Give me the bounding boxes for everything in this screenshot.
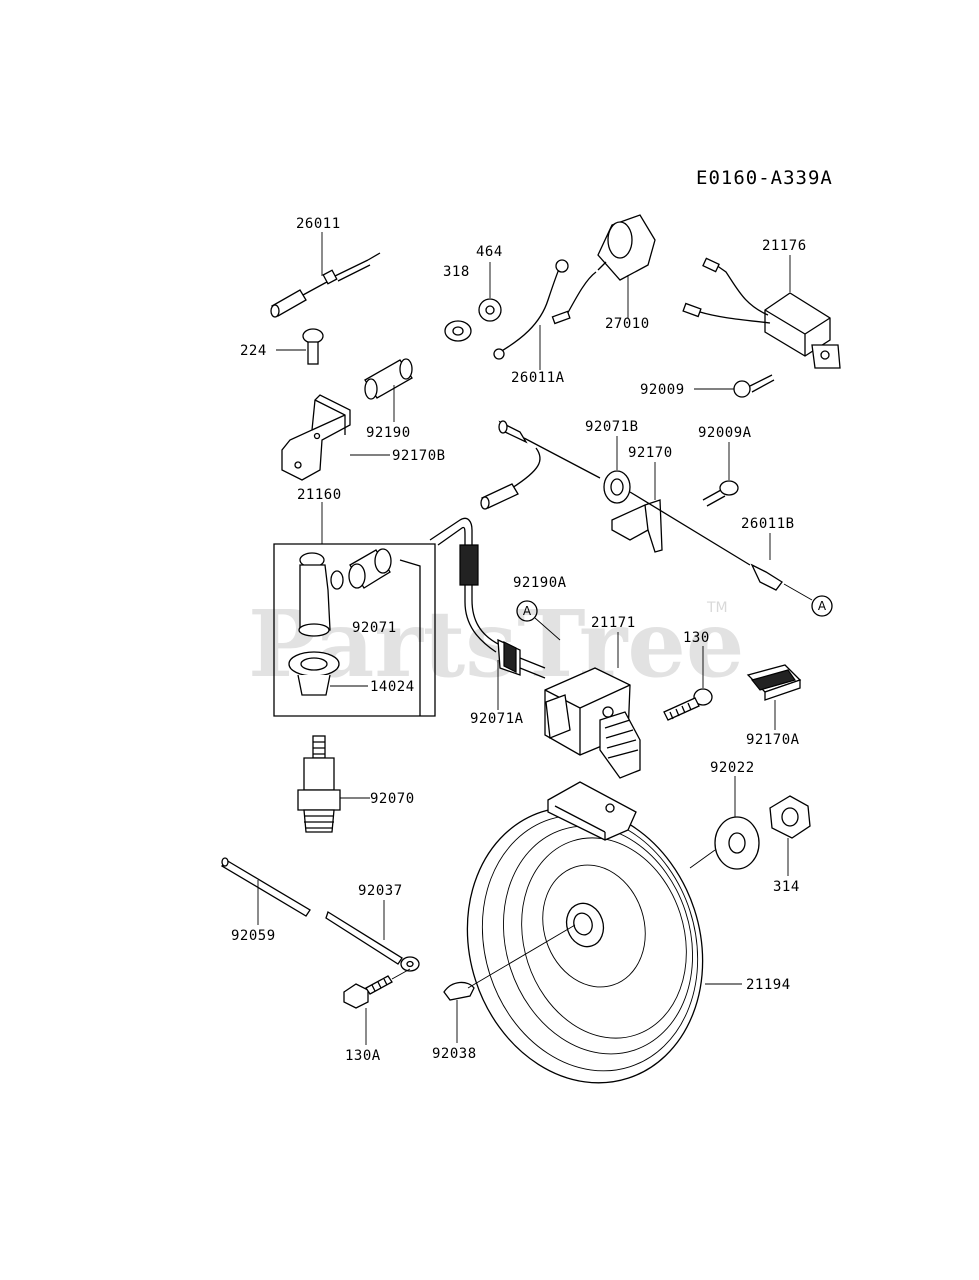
part-92190-tube[interactable] xyxy=(364,358,413,400)
label-130A: 130A xyxy=(345,1048,381,1064)
label-92071: 92071 xyxy=(352,620,397,636)
label-92170: 92170 xyxy=(628,445,673,461)
label-92190: 92190 xyxy=(366,425,411,441)
label-14024: 14024 xyxy=(370,679,415,695)
svg-text:A: A xyxy=(818,599,827,613)
part-92009A-screw[interactable] xyxy=(702,480,739,507)
label-92170A: 92170A xyxy=(746,732,800,748)
label-21160: 21160 xyxy=(297,487,342,503)
part-26011-lead-wire[interactable] xyxy=(270,252,381,318)
label-224: 224 xyxy=(240,343,267,359)
label-92170B: 92170B xyxy=(392,448,446,464)
part-92070-spark-plug[interactable] xyxy=(297,735,341,833)
part-92170B-bracket[interactable] xyxy=(281,394,351,481)
part-ignition-ht-lead[interactable] xyxy=(429,517,501,653)
label-92038: 92038 xyxy=(432,1046,477,1062)
part-92059-rod[interactable] xyxy=(221,857,311,917)
part-130-bolt[interactable] xyxy=(663,688,713,721)
part-92009-screw[interactable] xyxy=(733,374,775,398)
part-21160-plug-cap[interactable] xyxy=(298,552,344,637)
label-21194: 21194 xyxy=(746,977,791,993)
part-21171-ignition-coil[interactable] xyxy=(497,638,641,779)
part-314-nut[interactable] xyxy=(769,795,811,839)
label-92071A: 92071A xyxy=(470,711,524,727)
part-92170-bracket[interactable] xyxy=(611,499,663,553)
label-92009A: 92009A xyxy=(698,425,752,441)
watermark-trademark: TM xyxy=(706,600,728,616)
part-21176-igniter-module[interactable] xyxy=(682,257,841,369)
label-26011B: 26011B xyxy=(741,516,795,532)
label-464: 464 xyxy=(476,244,503,260)
part-26011A-ground-wire[interactable] xyxy=(493,259,571,360)
label-21171: 21171 xyxy=(591,615,636,631)
label-92022: 92022 xyxy=(710,760,755,776)
part-92071B-grommet[interactable] xyxy=(603,470,631,504)
label-92070: 92070 xyxy=(370,791,415,807)
part-92022-washer[interactable] xyxy=(714,816,760,870)
label-26011A: 26011A xyxy=(511,370,565,386)
label-318: 318 xyxy=(443,264,470,280)
part-224-screw[interactable] xyxy=(302,328,324,365)
label-27010: 27010 xyxy=(605,316,650,332)
part-92038-key[interactable] xyxy=(443,981,475,1001)
label-130: 130 xyxy=(683,630,710,646)
callout-a-left: A xyxy=(516,600,538,622)
part-464-washer[interactable] xyxy=(478,298,502,322)
part-92037-strap[interactable] xyxy=(325,911,420,972)
part-26011B-lead-wire[interactable] xyxy=(480,420,783,591)
part-318-nut[interactable] xyxy=(444,320,472,342)
label-92037: 92037 xyxy=(358,883,403,899)
diagram-code: E0160-A339A xyxy=(696,167,833,189)
part-130A-bolt[interactable] xyxy=(343,975,393,1009)
callout-a-right: A xyxy=(811,595,833,617)
label-314: 314 xyxy=(773,879,800,895)
label-26011: 26011 xyxy=(296,216,341,232)
label-92190A: 92190A xyxy=(513,575,567,591)
svg-text:A: A xyxy=(523,604,532,618)
part-92071-boot[interactable] xyxy=(348,548,392,589)
part-14024-grommet[interactable] xyxy=(288,651,340,696)
part-92170A-clip[interactable] xyxy=(746,664,802,701)
part-21194-flywheel[interactable] xyxy=(432,776,737,1113)
label-92059: 92059 xyxy=(231,928,276,944)
kit-21160-box xyxy=(273,543,436,717)
part-27010-switch[interactable] xyxy=(564,214,656,319)
label-92071B: 92071B xyxy=(585,419,639,435)
watermark: PartsTree xyxy=(248,590,744,698)
label-92009: 92009 xyxy=(640,382,685,398)
label-21176: 21176 xyxy=(762,238,807,254)
